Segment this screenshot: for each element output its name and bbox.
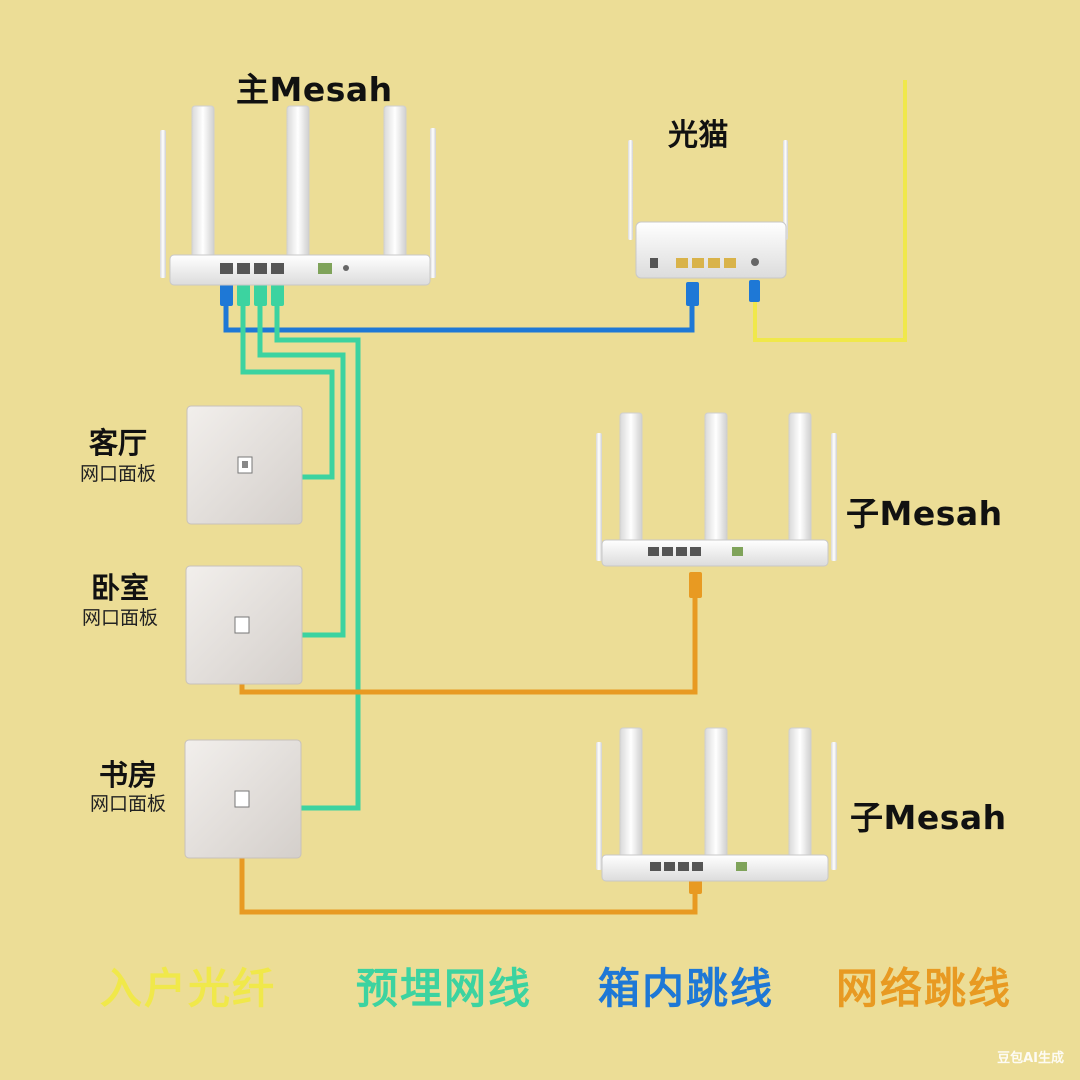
- room-name-bedroom: 卧室: [90, 571, 149, 605]
- room-sub-living: 网口面板: [79, 463, 156, 485]
- legend-fiber: 入户光纤: [100, 964, 277, 1013]
- panel-study: [184, 739, 302, 859]
- sub-router-1-label: 子Mesah: [846, 494, 1003, 533]
- optical-modem: [628, 140, 788, 279]
- sub-router-2: [596, 727, 837, 882]
- main-router: [160, 105, 436, 286]
- room-name-study: 书房: [98, 758, 157, 792]
- room-name-living: 客厅: [88, 426, 147, 460]
- panel-living-room: [186, 405, 303, 525]
- main-router-label: 主Mesah: [236, 70, 393, 109]
- room-sub-study: 网口面板: [89, 793, 166, 815]
- box-jumper-line: [223, 300, 695, 333]
- sub-router-2-label: 子Mesah: [850, 798, 1007, 837]
- buried-cable-lines: [240, 305, 361, 811]
- room-sub-bedroom: 网口面板: [81, 607, 158, 629]
- fiber-line: [753, 80, 907, 342]
- watermark: 豆包AI生成: [997, 1051, 1064, 1066]
- panel-bedroom: [185, 565, 303, 685]
- legend-box-jumper: 箱内跳线: [598, 964, 775, 1013]
- optical-modem-label: 光猫: [668, 118, 729, 153]
- legend-buried-cable: 预埋网线: [356, 964, 533, 1013]
- sub-router-1: [596, 412, 837, 567]
- legend-network-jumper: 网络跳线: [836, 964, 1013, 1013]
